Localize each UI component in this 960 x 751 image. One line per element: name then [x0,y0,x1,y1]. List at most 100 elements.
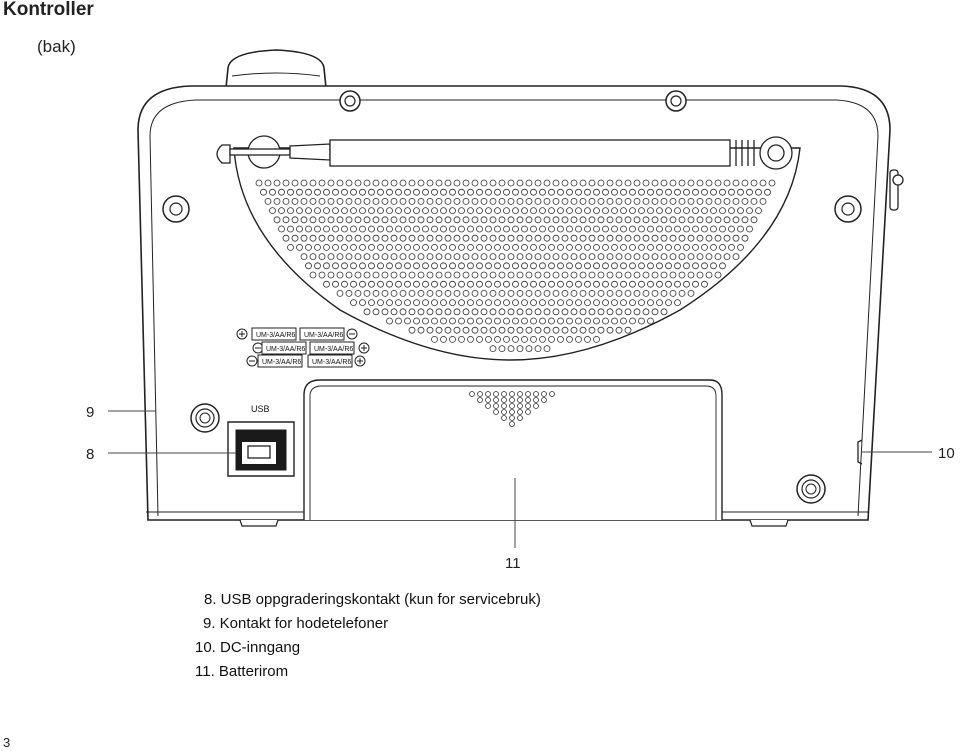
speaker-hole [318,179,326,187]
speaker-hole [584,262,591,270]
speaker-hole [566,188,573,196]
speaker-hole [444,271,452,279]
speaker-hole [314,225,321,233]
speaker-hole [453,216,461,224]
speaker-hole [521,335,528,343]
speaker-hole [570,234,578,242]
speaker-hole [507,197,515,205]
door-vent-hole [533,397,539,403]
speaker-hole [620,243,627,251]
speaker-hole [494,243,501,251]
speaker-hole [471,289,479,297]
speaker-hole [584,335,591,343]
speaker-hole [431,225,438,233]
speaker-hole [498,179,506,187]
speaker-hole [363,197,371,205]
speaker-hole [597,308,605,316]
speaker-hole [651,271,659,279]
speaker-hole [422,188,429,196]
speaker-hole [318,271,326,279]
speaker-hole [723,179,731,187]
speaker-hole [471,253,479,261]
speaker-hole [647,225,654,233]
speaker-hole [408,197,416,205]
speaker-hole [471,326,479,334]
speaker-hole [318,197,326,205]
speaker-hole [615,179,623,187]
speaker-hole [660,253,668,261]
speaker-hole [323,262,330,270]
speaker-hole [674,262,681,270]
speaker-hole [431,188,438,196]
battery-label: UM-3/AA/R6 [256,332,295,339]
speaker-hole [737,207,744,215]
speaker-hole [521,262,528,270]
speaker-hole [305,188,312,196]
speaker-hole [485,188,492,196]
speaker-hole [458,243,465,251]
speaker-hole [696,253,704,261]
speaker-hole [629,262,636,270]
door-vent-hole [485,403,491,409]
speaker-hole [503,299,510,307]
speaker-hole [651,197,659,205]
speaker-hole [359,188,366,196]
speaker-hole [593,262,600,270]
speaker-hole [615,253,623,261]
speaker-hole [413,262,420,270]
speaker-hole [395,317,402,325]
speaker-hole [674,207,681,215]
speaker-hole [597,179,605,187]
speaker-hole [399,253,407,261]
speaker-hole [404,243,411,251]
speaker-hole [422,225,429,233]
speaker-hole [341,262,348,270]
speaker-hole [530,188,537,196]
speaker-hole [579,271,587,279]
speaker-hole [534,308,542,316]
speaker-hole [359,243,366,251]
speaker-hole [606,234,614,242]
speaker-hole [264,179,272,187]
speaker-hole [534,271,542,279]
speaker-hole [746,225,753,233]
speaker-hole [660,197,668,205]
speaker-hole [750,197,758,205]
speaker-hole [489,234,497,242]
speaker-hole [345,253,353,261]
speaker-hole [444,308,452,316]
door-vent-holes [469,391,555,427]
speaker-hole [696,234,704,242]
speaker-hole [593,243,600,251]
speaker-hole [611,299,618,307]
speaker-hole [606,179,614,187]
speaker-hole [507,179,515,187]
speaker-hole [624,253,632,261]
speaker-hole [606,308,614,316]
speaker-hole [489,253,497,261]
speaker-hole [444,234,452,242]
speaker-hole [575,335,582,343]
speaker-hole [728,207,735,215]
speaker-hole [660,289,668,297]
door-vent-hole [501,391,507,397]
speaker-hole [480,234,488,242]
speaker-hole [534,179,542,187]
speaker-hole [624,308,632,316]
speaker-hole [494,335,501,343]
speaker-hole [426,179,434,187]
speaker-hole [525,271,533,279]
speaker-hole [615,271,623,279]
speaker-hole [597,326,605,334]
speaker-hole [260,188,267,196]
door-vent-hole [525,409,531,415]
speaker-hole [480,197,488,205]
speaker-hole [696,197,704,205]
speaker-hole [575,207,582,215]
speaker-hole [354,271,362,279]
speaker-hole [561,326,569,334]
speaker-hole [462,289,470,297]
speaker-hole [633,179,641,187]
speaker-hole [723,197,731,205]
speaker-hole [584,243,591,251]
